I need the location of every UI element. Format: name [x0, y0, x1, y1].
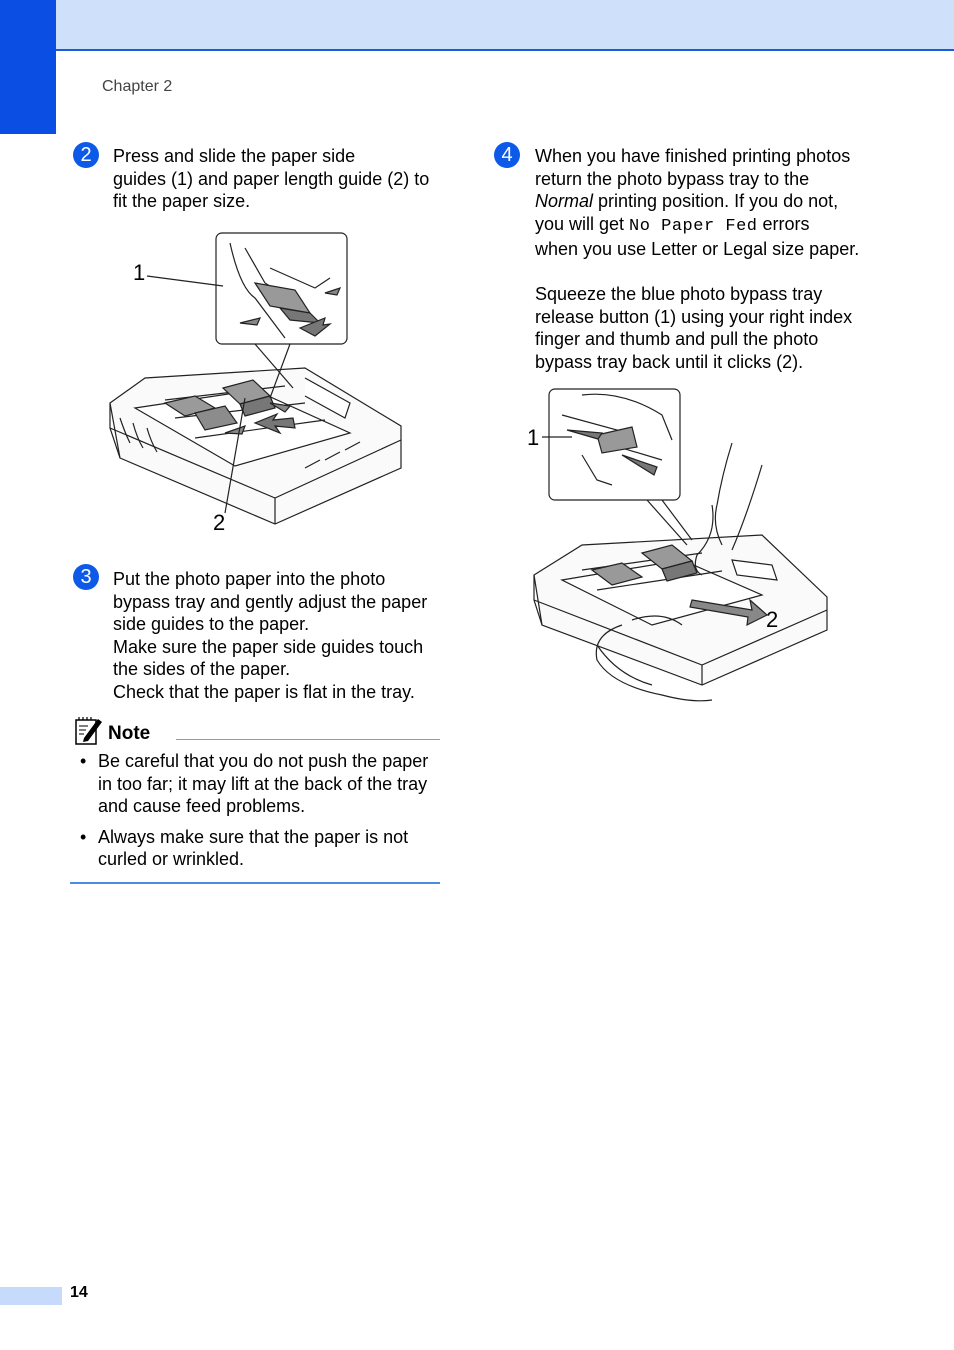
note-title: Note — [108, 723, 151, 744]
chapter-tab — [0, 0, 56, 134]
step-3-line-3: side guides to the paper. — [113, 614, 310, 634]
step-4-line-1: When you have finished printing photos — [535, 146, 851, 166]
paper-guides-illustration: 1 2 — [109, 232, 402, 530]
figure-2-label-2: 2 — [766, 607, 778, 632]
note-list: Be careful that you do not push the pape… — [74, 750, 440, 879]
note-item-2: Always make sure that the paper is not c… — [74, 826, 440, 871]
step-4-para2-line-1: Squeeze the blue photo bypass tray — [535, 284, 823, 304]
step-3-line-6: Check that the paper is flat in the tray… — [113, 681, 415, 702]
note-header: Note — [74, 716, 440, 748]
figure-1-label-2: 2 — [213, 510, 225, 530]
step-4-spacer — [535, 261, 880, 284]
note-rule — [176, 739, 440, 740]
error-message: No Paper Fed — [629, 216, 758, 236]
step-badge-3: 3 — [73, 564, 99, 590]
step-4-line-2: return the photo bypass tray to the — [535, 168, 810, 189]
step-4-para2-line-4: bypass tray back until it clicks (2). — [535, 351, 804, 372]
step-4-text: When you have finished printing photos r… — [535, 145, 880, 373]
step-4-line-4-pre: you will get — [535, 213, 630, 234]
bypass-tray-illustration: 1 2 — [527, 388, 828, 702]
step-4-line-4: you will get No Paper Fed errors — [535, 213, 880, 239]
step-2-line-3: fit the paper size. — [113, 191, 251, 211]
step-badge-4: 4 — [494, 142, 520, 168]
footer-tab — [0, 1287, 62, 1305]
step-4-line-3: Normal printing position. If you do not, — [535, 190, 880, 213]
figure-2-label-1: 1 — [527, 425, 539, 450]
page-number: 14 — [70, 1284, 88, 1301]
step-3-line-4: Make sure the paper side guides touch — [113, 636, 424, 657]
note-pencil-icon — [75, 717, 102, 745]
note-item-1: Be careful that you do not push the pape… — [74, 750, 440, 818]
step-2-text: Press and slide the paper side guides (1… — [113, 145, 443, 213]
step-4-para2-line-3: finger and thumb and pull the photo — [535, 329, 819, 349]
step-4-para2-line-2: release button (1) using your right inde… — [535, 306, 853, 327]
header-band — [0, 0, 954, 51]
step-3-text: Put the photo paper into the photo bypas… — [113, 568, 443, 703]
chapter-label: Chapter 2 — [102, 78, 173, 95]
step-3-line-2: bypass tray and gently adjust the paper — [113, 591, 428, 612]
step-badge-2: 2 — [73, 142, 99, 168]
step-4-line-3-rest: printing position. If you do not, — [593, 191, 839, 211]
step-3-line-5: the sides of the paper. — [113, 659, 291, 679]
step-2-line-2: guides (1) and paper length guide (2) to — [113, 168, 430, 189]
step-2-line-1: Press and slide the paper side — [113, 146, 356, 166]
step-4-line-4-post: errors — [757, 213, 810, 234]
step-3-line-1: Put the photo paper into the photo — [113, 569, 386, 589]
normal-mode-label: Normal — [535, 191, 594, 211]
step-4-line-5: when you use Letter or Legal size paper. — [535, 239, 860, 259]
figure-1-label-1: 1 — [133, 260, 145, 285]
note-bottom-rule — [70, 882, 440, 884]
